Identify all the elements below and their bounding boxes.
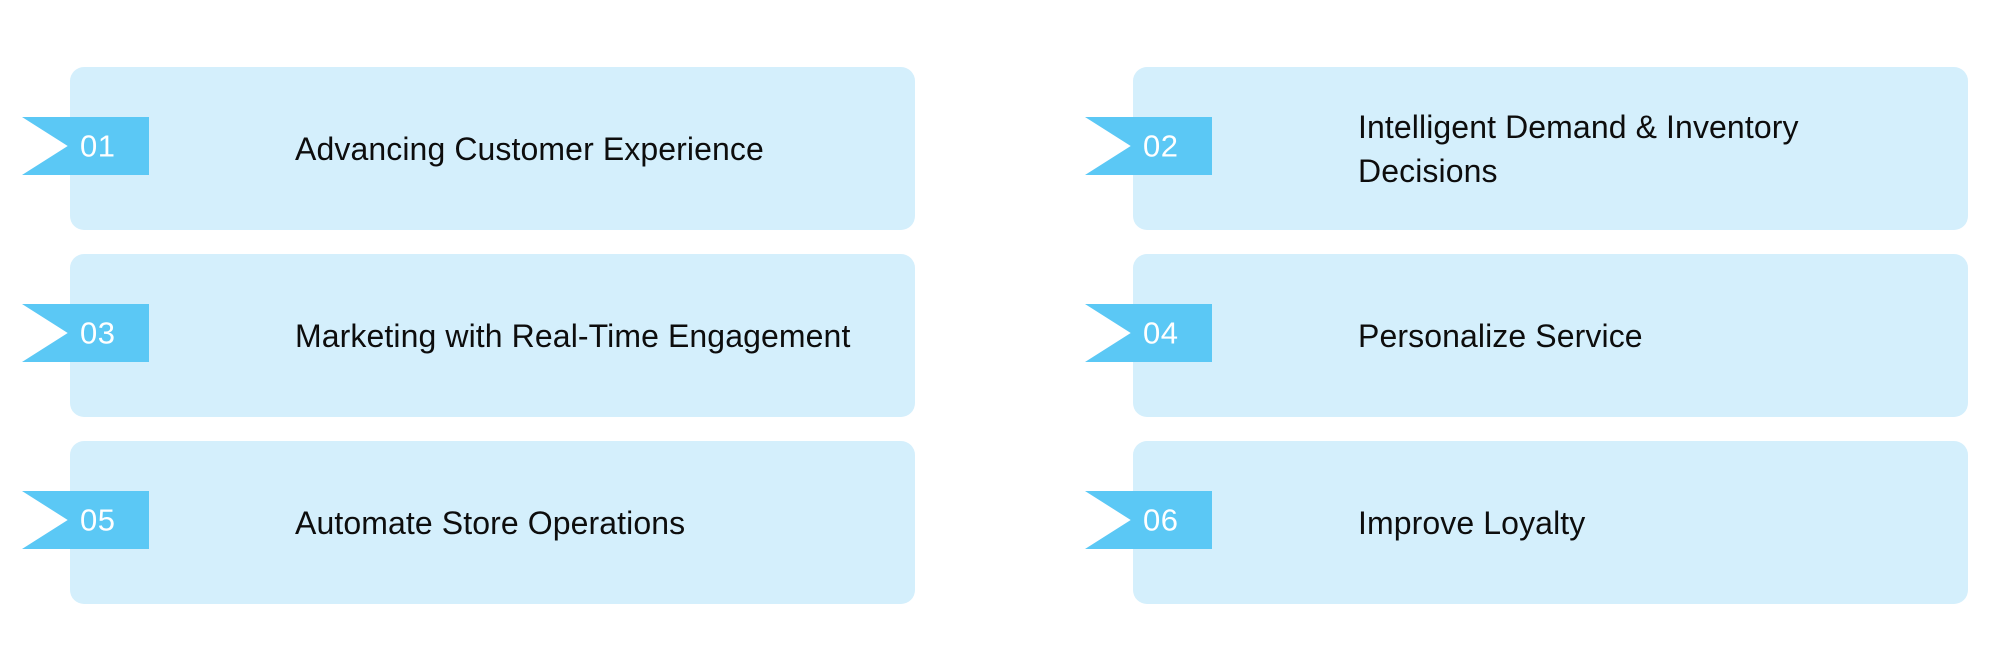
ribbon-banner-icon: 01 bbox=[22, 117, 149, 175]
item-title: Personalize Service bbox=[1358, 317, 1643, 354]
item-number: 03 bbox=[80, 315, 116, 351]
list-item[interactable]: Automate Store Operations 05 bbox=[22, 441, 915, 604]
list-item[interactable]: Intelligent Demand & Inventory Decisions… bbox=[1085, 67, 1968, 230]
item-card: Intelligent Demand & Inventory Decisions bbox=[1133, 67, 1968, 230]
ribbon-banner-icon: 06 bbox=[1085, 491, 1212, 549]
item-number: 06 bbox=[1143, 502, 1179, 538]
list-item[interactable]: Improve Loyalty 06 bbox=[1085, 441, 1968, 604]
ribbon-banner-icon: 05 bbox=[22, 491, 149, 549]
item-title: Intelligent Demand & Inventory Decisions bbox=[1358, 108, 1799, 189]
ribbon-banner-icon: 02 bbox=[1085, 117, 1212, 175]
item-card: Advancing Customer Experience bbox=[70, 67, 915, 230]
item-card: Marketing with Real-Time Engagement bbox=[70, 254, 915, 417]
item-title: Advancing Customer Experience bbox=[295, 130, 764, 167]
item-number: 05 bbox=[80, 502, 116, 538]
item-title: Automate Store Operations bbox=[295, 504, 686, 541]
item-card: Improve Loyalty bbox=[1133, 441, 1968, 604]
item-number: 01 bbox=[80, 128, 116, 164]
ribbon-banner-icon: 04 bbox=[1085, 304, 1212, 362]
item-title: Marketing with Real-Time Engagement bbox=[295, 317, 851, 354]
item-card: Automate Store Operations bbox=[70, 441, 915, 604]
ribbon-banner-icon: 03 bbox=[22, 304, 149, 362]
item-number: 04 bbox=[1143, 315, 1179, 351]
item-number: 02 bbox=[1143, 128, 1179, 164]
list-item[interactable]: Personalize Service 04 bbox=[1085, 254, 1968, 417]
list-item[interactable]: Marketing with Real-Time Engagement 03 bbox=[22, 254, 915, 417]
list-item[interactable]: Advancing Customer Experience 01 bbox=[22, 67, 915, 230]
item-card: Personalize Service bbox=[1133, 254, 1968, 417]
item-title: Improve Loyalty bbox=[1358, 504, 1586, 541]
